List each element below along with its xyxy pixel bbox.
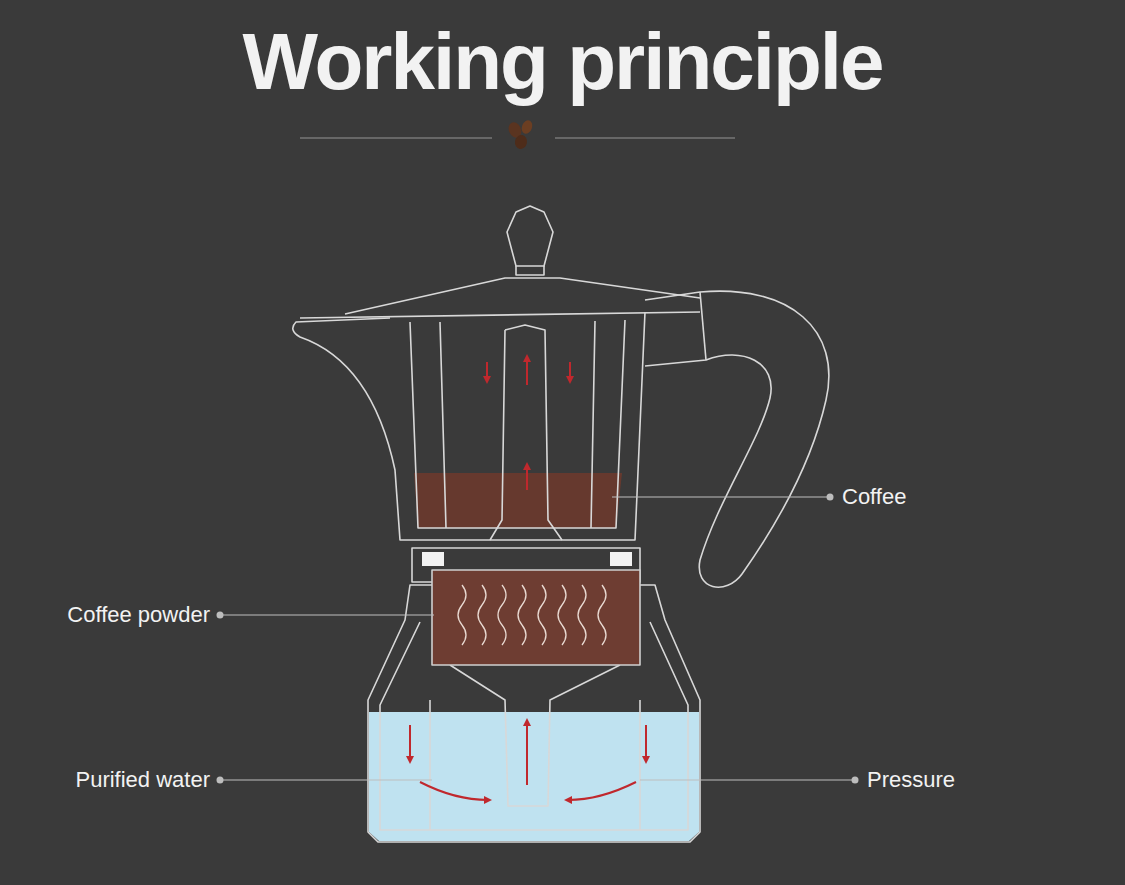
steam-wave — [518, 585, 526, 645]
callout-label: Coffee powder — [67, 604, 210, 626]
callout-label: Pressure — [867, 769, 955, 791]
title-ornament — [300, 119, 735, 150]
steam-wave — [558, 585, 566, 645]
callout-label: Purified water — [75, 769, 210, 791]
lid-rim — [300, 312, 700, 318]
steam-wave — [538, 585, 546, 645]
upper-inner — [410, 320, 625, 528]
lid-knob — [507, 206, 553, 266]
lid — [345, 278, 700, 314]
handle — [645, 291, 829, 587]
water-fill — [369, 712, 699, 841]
steam-wave — [598, 585, 606, 645]
steam-wave — [578, 585, 586, 645]
callout-label: Coffee — [842, 486, 906, 508]
gasket — [610, 552, 632, 566]
upper-tube — [490, 325, 562, 540]
lower-facets — [430, 700, 640, 830]
filter-basket — [432, 570, 640, 665]
steam-waves — [458, 585, 606, 645]
steam-wave — [458, 585, 466, 645]
upper-facets — [440, 321, 595, 528]
funnel — [450, 665, 620, 806]
steam-wave — [478, 585, 486, 645]
upper-chamber — [293, 312, 645, 540]
knob-base — [516, 266, 544, 275]
leader-lines — [217, 494, 859, 784]
flow-arrows — [410, 358, 646, 800]
handle-joint — [700, 292, 706, 360]
gasket — [422, 552, 444, 566]
title: Working principle — [0, 22, 1125, 102]
steam-wave — [498, 585, 506, 645]
